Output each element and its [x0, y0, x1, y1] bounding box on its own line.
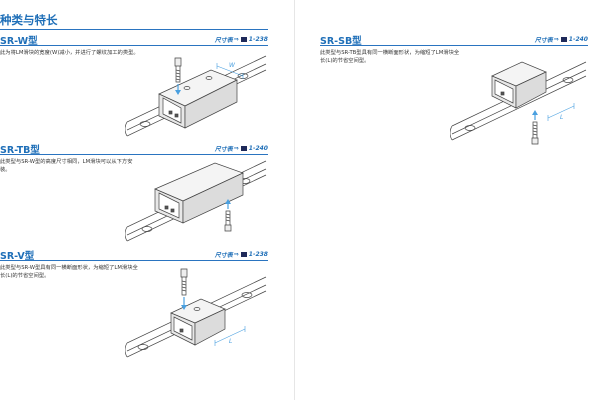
dimension-table-ref[interactable]: 尺寸表 ⇒ 1-240	[215, 144, 268, 153]
page-title: 种类与特长	[0, 12, 268, 30]
section-name: SR-W型	[0, 36, 38, 47]
book-icon	[240, 146, 247, 151]
left-page: 种类与特长 SR-W型 尺寸表 ⇒ 1-238 此为将LM滑块的宽度(W)减小，…	[0, 0, 294, 400]
sr-w-illustration: W	[125, 52, 268, 138]
ref-page: 1-238	[248, 36, 268, 43]
section-header: SR-TB型 尺寸表 ⇒ 1-240	[0, 143, 268, 156]
section-header: SR-V型 尺寸表 ⇒ 1-238	[0, 249, 268, 262]
section-description: 此为将LM滑块的宽度(W)减小，并进行了螺纹加工的类型。	[0, 50, 139, 56]
section-description: 此类型与SR-W型具有同一横断面形状，为缩短了LM滑块全长(L)的节省空间型。	[0, 265, 138, 279]
book-icon	[240, 252, 247, 257]
right-page: SR-SB型 尺寸表 ⇒ 1-240 此类型与SR-TB型具有同一横断面形状，为…	[295, 0, 589, 400]
dimension-table-ref[interactable]: 尺寸表 ⇒ 1-240	[535, 35, 588, 44]
section-header: SR-SB型 尺寸表 ⇒ 1-240	[320, 34, 588, 47]
section-header: SR-W型 尺寸表 ⇒ 1-238	[0, 34, 268, 47]
section-description: 此类型与SR-W型的高度尺寸相同，LM滑块可以从下方安装。	[0, 159, 133, 173]
section-name: SR-SB型	[320, 36, 362, 47]
sr-tb-illustration	[125, 159, 268, 243]
sr-v-illustration: L	[125, 265, 268, 359]
section-name: SR-V型	[0, 251, 35, 262]
dimension-table-ref[interactable]: 尺寸表 ⇒ 1-238	[215, 250, 268, 259]
section-sr-tb: SR-TB型 尺寸表 ⇒ 1-240 此类型与SR-W型的高度尺寸相同，LM滑块…	[0, 143, 268, 243]
ref-page: 1-240	[248, 145, 268, 152]
page-spine	[294, 0, 295, 400]
ref-page: 1-240	[568, 36, 588, 43]
arrow-icon: ⇒	[233, 251, 239, 258]
dimension-table-ref[interactable]: 尺寸表 ⇒ 1-238	[215, 35, 268, 44]
book-icon	[560, 37, 567, 42]
dimension-w-label: W	[229, 62, 236, 69]
section-sr-sb: SR-SB型 尺寸表 ⇒ 1-240 此类型与SR-TB型具有同一横断面形状，为…	[320, 34, 588, 146]
section-sr-w: SR-W型 尺寸表 ⇒ 1-238 此为将LM滑块的宽度(W)减小，并进行了螺纹…	[0, 34, 268, 139]
dimension-l-label: L	[560, 114, 563, 121]
arrow-icon: ⇒	[233, 145, 239, 152]
section-sr-v: SR-V型 尺寸表 ⇒ 1-238 此类型与SR-W型具有同一横断面形状，为缩短…	[0, 249, 268, 359]
ref-label: 尺寸表	[214, 37, 233, 44]
section-name: SR-TB型	[0, 145, 40, 156]
ref-label: 尺寸表	[534, 37, 553, 44]
dimension-l-label: L	[229, 338, 232, 345]
ref-label: 尺寸表	[214, 252, 233, 259]
sr-sb-illustration: L	[450, 48, 588, 146]
book-icon	[240, 37, 247, 42]
ref-label: 尺寸表	[214, 146, 233, 153]
section-description: 此类型与SR-TB型具有同一横断面形状，为缩短了LM滑块全长(L)的节省空间型。	[320, 50, 460, 64]
ref-page: 1-238	[248, 251, 268, 258]
arrow-icon: ⇒	[233, 36, 239, 43]
arrow-icon: ⇒	[553, 36, 559, 43]
